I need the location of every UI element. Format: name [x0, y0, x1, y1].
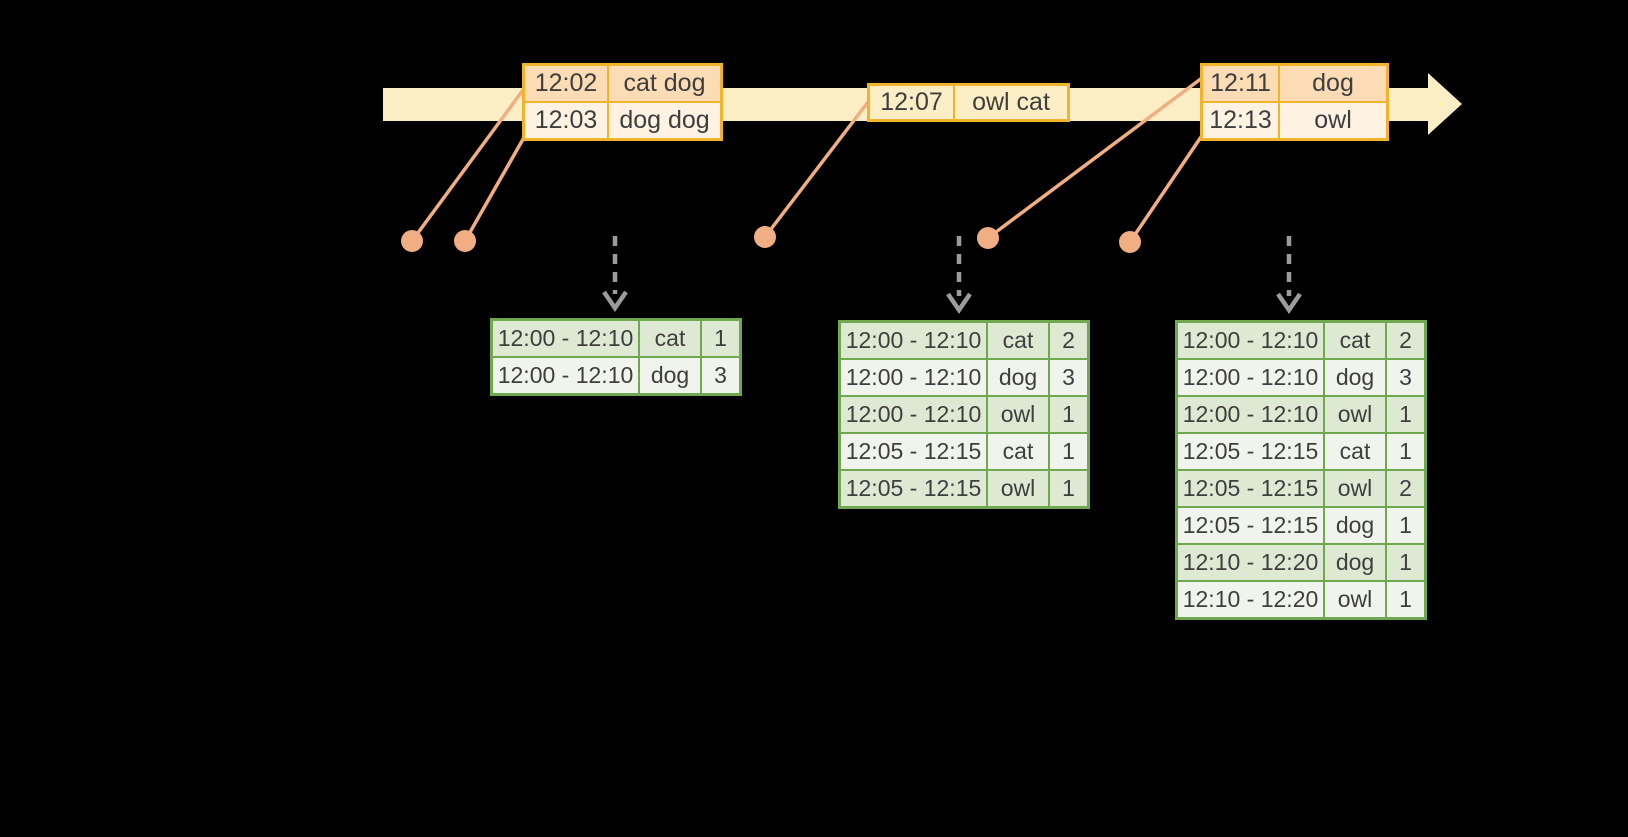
result-window-cell: 12:00 - 12:10 — [841, 360, 986, 395]
event-markers — [401, 226, 1141, 253]
result-window-cell: 12:05 - 12:15 — [1178, 508, 1323, 543]
event-dot-icon — [401, 230, 423, 252]
event-words-cell: dog — [1280, 66, 1386, 101]
result-word-cell: cat — [1325, 434, 1385, 469]
event-time-cell: 12:03 — [525, 103, 607, 138]
result-window-cell: 12:00 - 12:10 — [1178, 360, 1323, 395]
trigger-arrowhead-icon — [1276, 292, 1302, 314]
result-count-cell: 1 — [1387, 545, 1424, 580]
result-window-cell: 12:00 - 12:10 — [1178, 397, 1323, 432]
event-time-cell: 12:13 — [1203, 103, 1278, 138]
event-connector-line — [463, 133, 528, 242]
result-window-cell: 12:05 - 12:15 — [1178, 471, 1323, 506]
result-window-cell: 12:00 - 12:10 — [493, 321, 638, 356]
result-word-cell: owl — [1325, 471, 1385, 506]
event-connector-line — [410, 88, 525, 243]
result-count-cell: 1 — [702, 321, 739, 356]
event-dot-icon — [977, 227, 999, 249]
result-count-cell: 3 — [702, 358, 739, 393]
event-time-cell: 12:11 — [1203, 66, 1278, 101]
trigger-arrowhead-icon — [602, 290, 628, 312]
result-window-cell: 12:05 - 12:15 — [1178, 434, 1323, 469]
result-count-cell: 1 — [1387, 582, 1424, 617]
result-count-cell: 2 — [1387, 323, 1424, 358]
result-count-cell: 2 — [1387, 471, 1424, 506]
result-word-cell: dog — [988, 360, 1048, 395]
result-window-cell: 12:00 - 12:10 — [1178, 323, 1323, 358]
result-window-cell: 12:00 - 12:10 — [493, 358, 638, 393]
result-word-cell: owl — [1325, 397, 1385, 432]
event-words-cell: dog dog — [609, 103, 720, 138]
trigger-arrowhead-icon — [946, 292, 972, 314]
result-count-cell: 1 — [1050, 397, 1087, 432]
result-count-cell: 3 — [1050, 360, 1087, 395]
result-count-cell: 3 — [1387, 360, 1424, 395]
event-time-cell: 12:07 — [870, 86, 953, 119]
result-window-cell: 12:05 - 12:15 — [841, 434, 986, 469]
result-word-cell: dog — [1325, 360, 1385, 395]
event-dot-icon — [754, 226, 776, 248]
result-word-cell: owl — [988, 397, 1048, 432]
result-word-cell: cat — [988, 434, 1048, 469]
result-word-cell: dog — [1325, 508, 1385, 543]
result-word-cell: dog — [1325, 545, 1385, 580]
result-window-cell: 12:10 - 12:20 — [1178, 582, 1323, 617]
result-word-cell: owl — [988, 471, 1048, 506]
event-connector-line — [1128, 133, 1205, 243]
event-words-cell: cat dog — [609, 66, 720, 101]
result-count-cell: 2 — [1050, 323, 1087, 358]
result-count-cell: 1 — [1050, 471, 1087, 506]
event-dot-icon — [454, 230, 476, 252]
result-window-cell: 12:10 - 12:20 — [1178, 545, 1323, 580]
result-word-cell: cat — [988, 323, 1048, 358]
timeline-arrowhead-icon — [1428, 73, 1462, 135]
event-words-cell: owl — [1280, 103, 1386, 138]
result-word-cell: cat — [640, 321, 700, 356]
result-word-cell: dog — [640, 358, 700, 393]
event-connector-lines — [410, 76, 1205, 243]
result-word-cell: cat — [1325, 323, 1385, 358]
result-count-cell: 1 — [1387, 397, 1424, 432]
result-count-cell: 1 — [1387, 434, 1424, 469]
result-window-cell: 12:00 - 12:10 — [841, 397, 986, 432]
result-count-cell: 1 — [1387, 508, 1424, 543]
event-words-cell: owl cat — [955, 86, 1067, 119]
result-count-cell: 1 — [1050, 434, 1087, 469]
result-window-cell: 12:00 - 12:10 — [841, 323, 986, 358]
event-connector-line — [763, 100, 870, 239]
event-connector-line — [986, 76, 1204, 240]
result-window-cell: 12:05 - 12:15 — [841, 471, 986, 506]
result-word-cell: owl — [1325, 582, 1385, 617]
event-time-cell: 12:02 — [525, 66, 607, 101]
trigger-arrows — [602, 236, 1302, 314]
event-dot-icon — [1119, 231, 1141, 253]
